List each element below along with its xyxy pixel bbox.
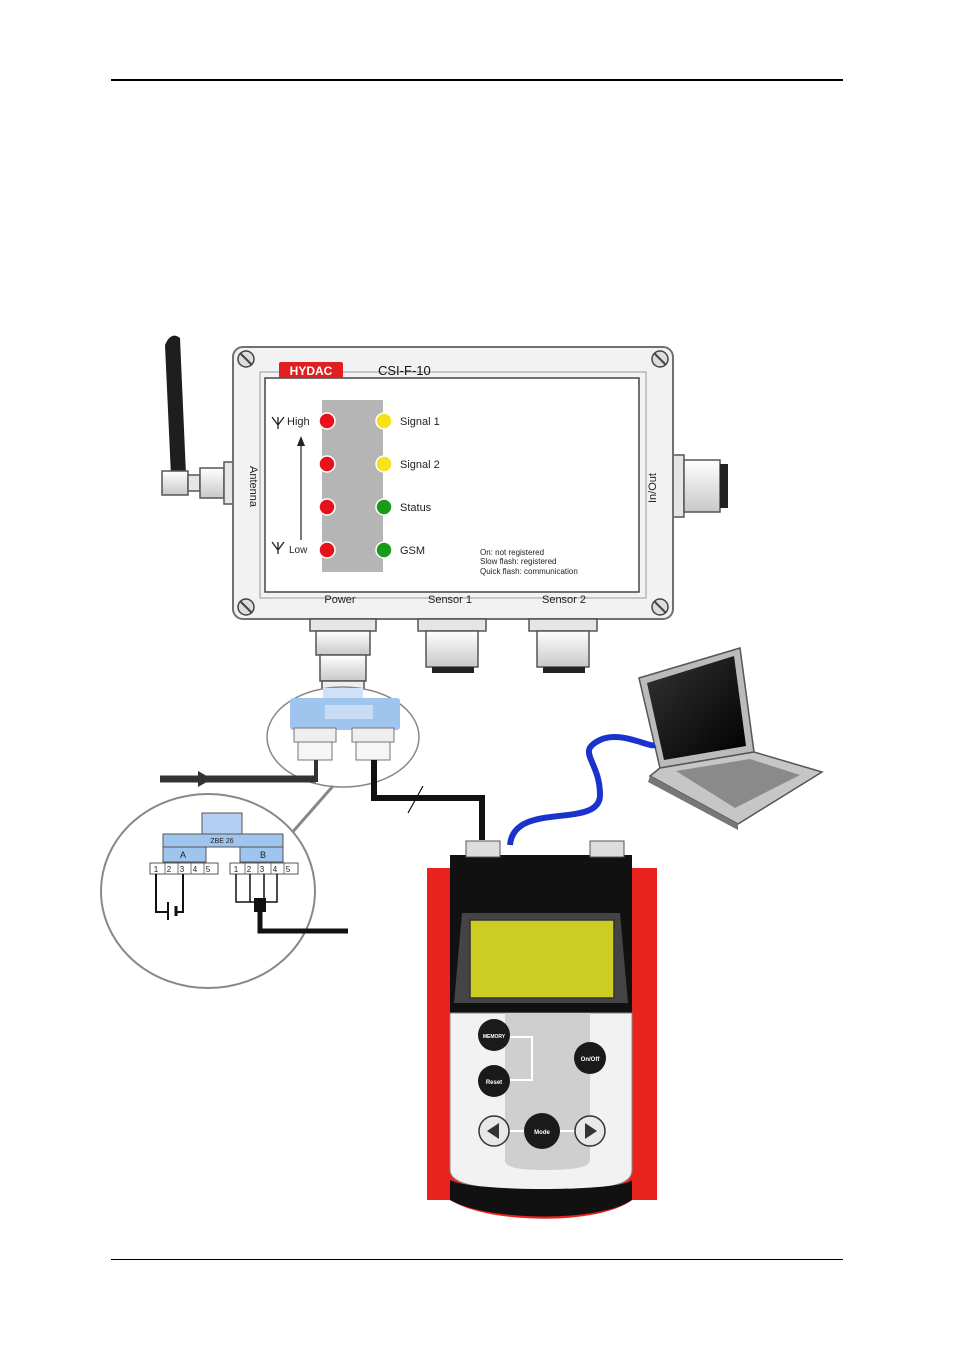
reset-button[interactable]: Reset [478, 1065, 510, 1097]
gsm-legend-line-2: Slow flash: registered [480, 557, 556, 566]
port-label-power: Power [324, 594, 356, 606]
port-label-sensor1: Sensor 1 [428, 594, 472, 606]
signal-strength-led [319, 542, 335, 558]
power-connector [310, 619, 376, 695]
screw-icon [652, 351, 668, 367]
display-screen [470, 920, 614, 998]
svg-text:MEMORY: MEMORY [483, 1034, 506, 1040]
gsm-legend-line-3: Quick flash: communication [480, 567, 578, 576]
screw-icon [238, 599, 254, 615]
screw-icon [652, 599, 668, 615]
adapter-name-label: ZBE 26 [210, 838, 233, 845]
model-label: CSI-F-10 [378, 363, 431, 378]
led-label: Signal 1 [400, 416, 440, 428]
sensor2-connector [529, 619, 597, 673]
screw-icon [238, 351, 254, 367]
signal-low-label: Low [289, 545, 308, 556]
hydac-logo: HYDAC [279, 362, 343, 378]
pin-number: 1 [234, 865, 239, 874]
handheld-reader: MEMORY Reset On/Off Mode [427, 841, 657, 1219]
arrow-right-button[interactable] [575, 1116, 605, 1146]
antenna-label: Antenna [247, 466, 259, 508]
sensor1-connector [418, 619, 486, 673]
status-led [376, 542, 392, 558]
svg-text:On/Off: On/Off [581, 1057, 601, 1063]
pin-number: 2 [247, 865, 252, 874]
pin-number: 5 [206, 865, 211, 874]
mode-button[interactable]: Mode [524, 1113, 560, 1149]
pin-number: 5 [286, 865, 291, 874]
signal-strength-led [319, 413, 335, 429]
gsm-legend-line-1: On: not registered [480, 548, 544, 557]
svg-text:Reset: Reset [486, 1080, 502, 1086]
antenna [162, 336, 236, 504]
port-label-sensor2: Sensor 2 [542, 594, 586, 606]
arrow-left-button[interactable] [479, 1116, 509, 1146]
memory-button[interactable]: MEMORY [478, 1019, 510, 1051]
pin-number: 3 [260, 865, 265, 874]
onoff-button[interactable]: On/Off [574, 1042, 606, 1074]
zoom-leader-line [290, 786, 333, 835]
status-led [376, 456, 392, 472]
brand-text: HYDAC [290, 364, 333, 378]
status-led [376, 499, 392, 515]
pin-number: 4 [193, 865, 198, 874]
led-label: Signal 2 [400, 459, 440, 471]
csi-enclosure: HYDAC CSI-F-10 Antenna In/Out Signal 1 Si… [233, 347, 673, 619]
pin-number: 4 [273, 865, 278, 874]
side-a-label: A [180, 850, 186, 860]
arrow-right-icon [198, 771, 212, 787]
led-label: GSM [400, 545, 425, 557]
signal-strength-led [319, 499, 335, 515]
pin-number: 3 [180, 865, 185, 874]
inout-label: In/Out [647, 473, 659, 503]
pin-number: 1 [154, 865, 159, 874]
signal-high-label: High [287, 416, 310, 428]
adapter-zoom [267, 687, 419, 787]
signal-strength-led [319, 456, 335, 472]
status-led [376, 413, 392, 429]
side-b-label: B [260, 850, 266, 860]
pin-number: 2 [167, 865, 172, 874]
svg-text:Mode: Mode [534, 1130, 550, 1136]
usb-cable [510, 737, 655, 845]
laptop [639, 648, 822, 830]
led-label: Status [400, 502, 432, 514]
inout-connector [672, 455, 728, 517]
